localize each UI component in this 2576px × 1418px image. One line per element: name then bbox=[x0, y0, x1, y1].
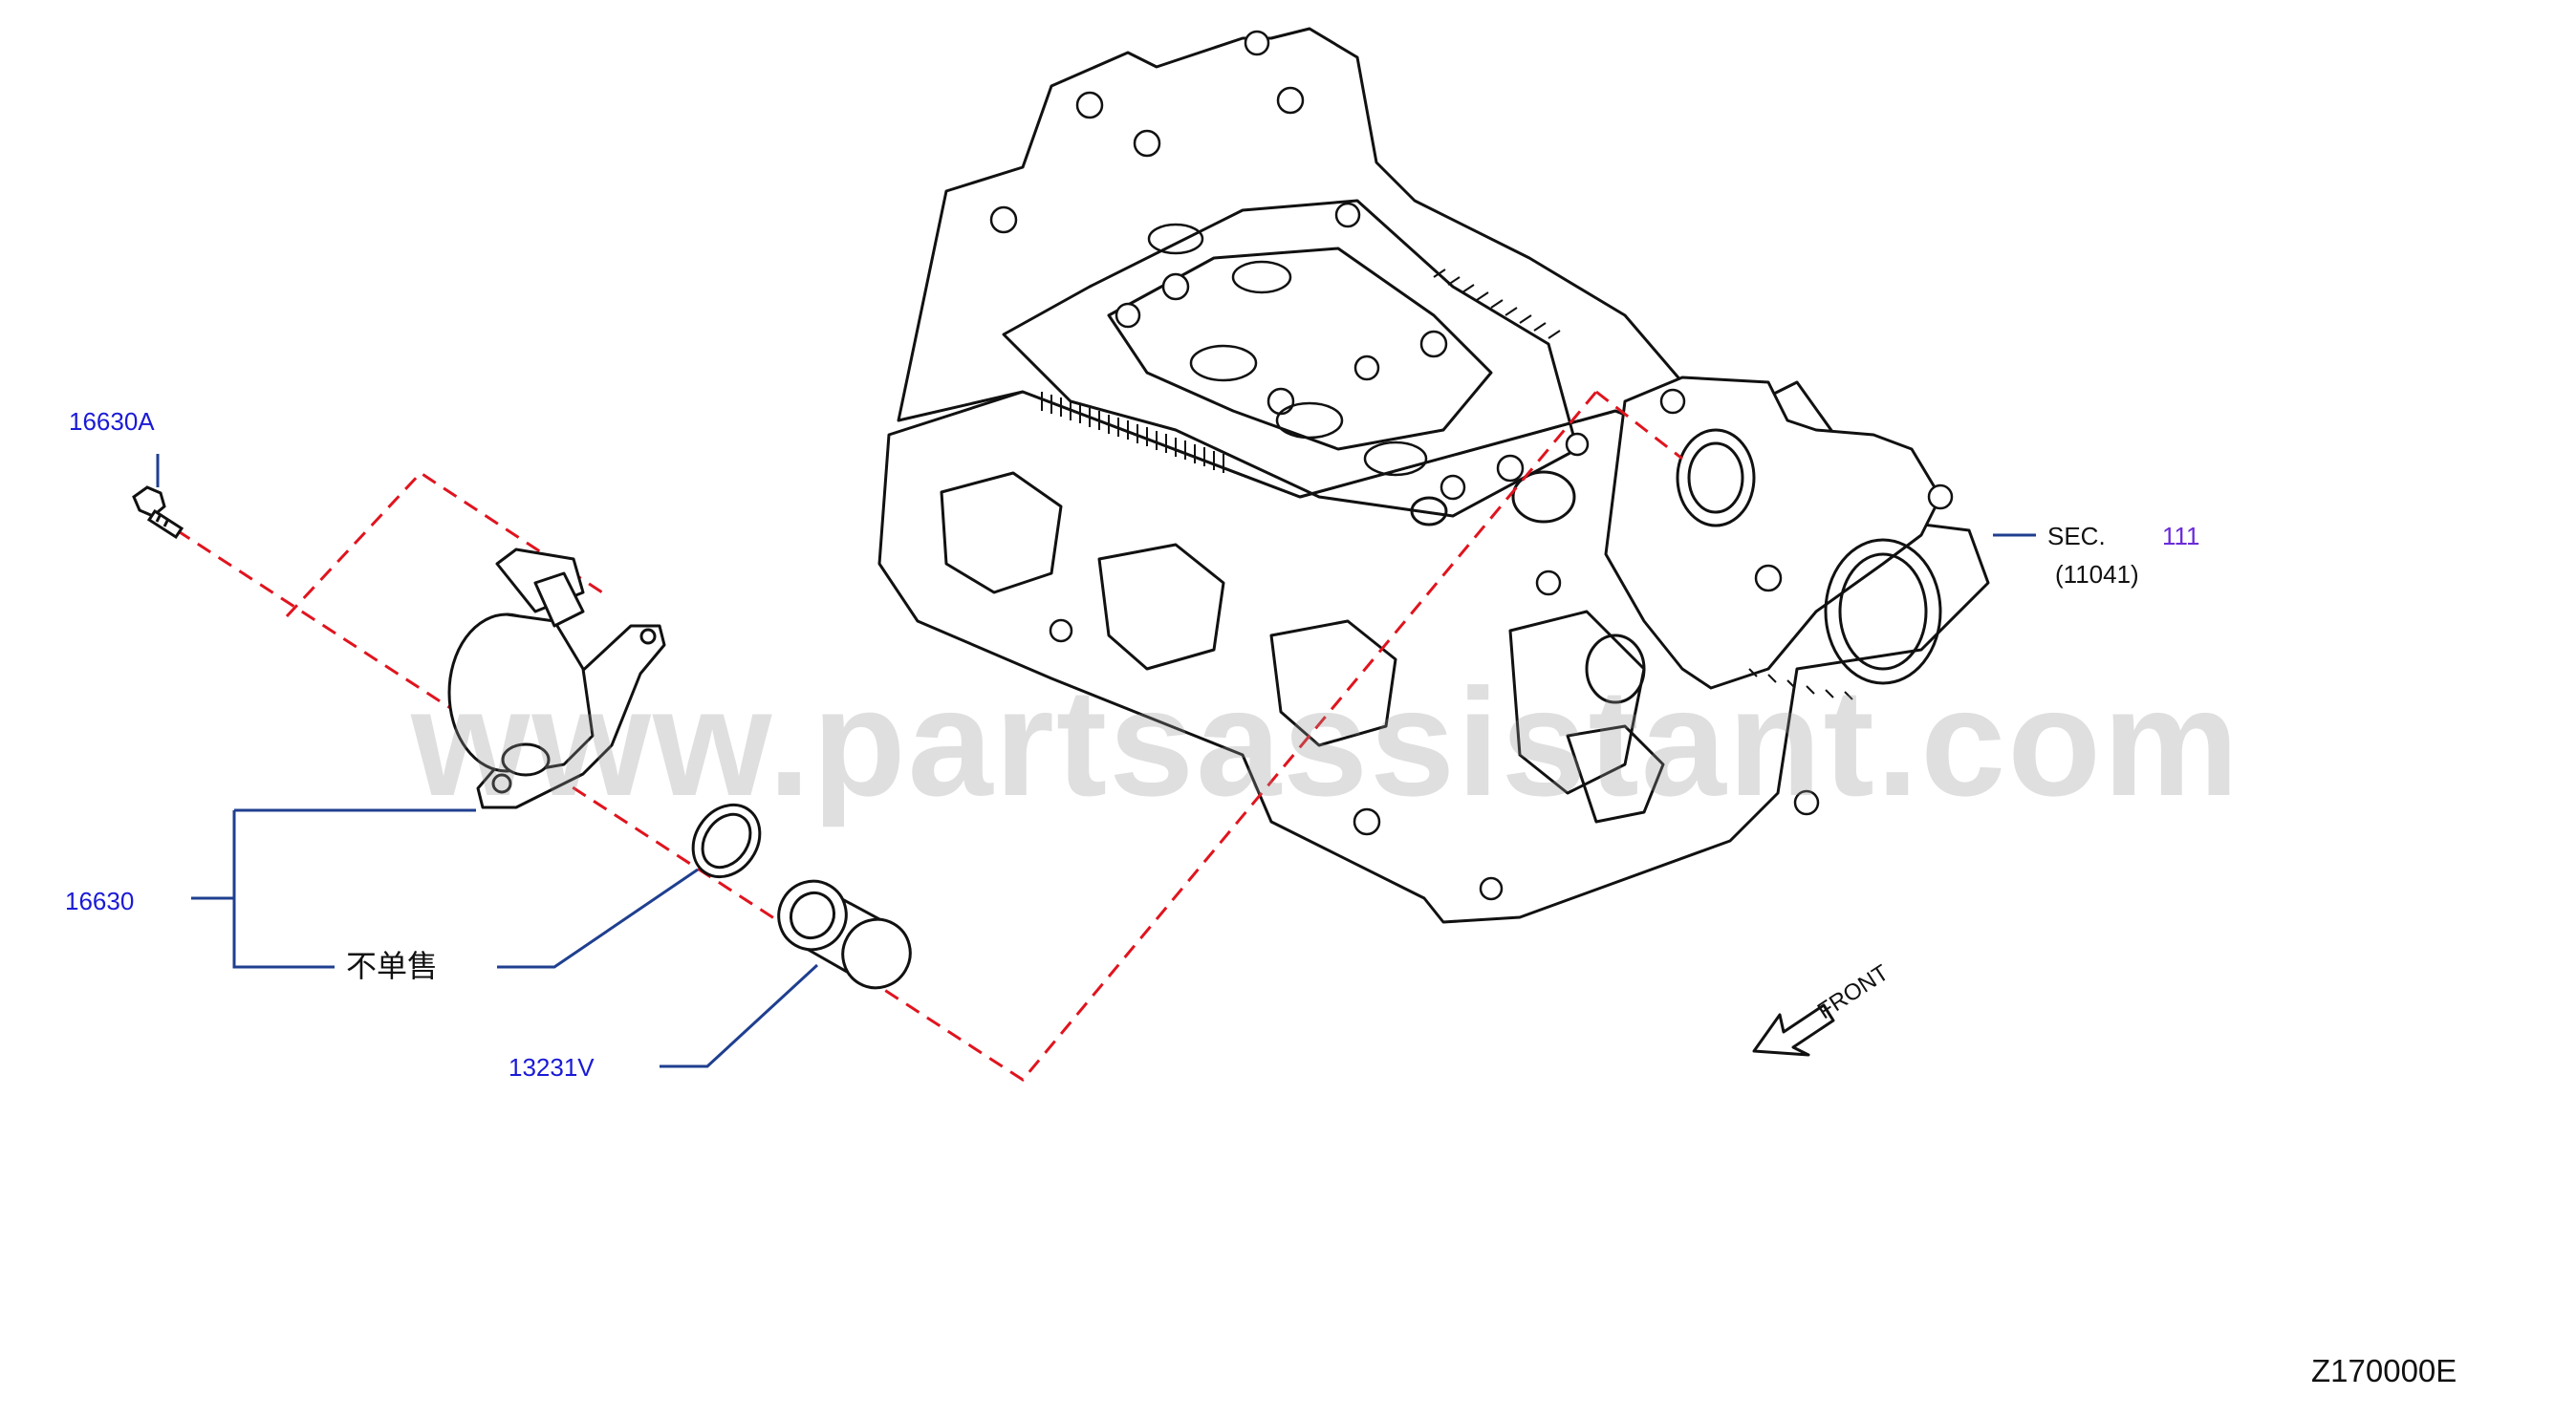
leader-lines bbox=[156, 454, 2036, 1068]
watermark: www.partsassistant.com bbox=[411, 656, 2241, 827]
part-label-13231V[interactable]: 13231V bbox=[509, 1053, 595, 1082]
o-ring bbox=[691, 803, 762, 879]
tappet bbox=[777, 879, 912, 990]
part-label-16630A[interactable]: 16630A bbox=[69, 407, 155, 436]
section-link-111[interactable]: 111 bbox=[2162, 522, 2200, 550]
section-prefix: SEC. bbox=[2047, 522, 2106, 550]
not-sold-separately-note: 不单售 bbox=[346, 948, 439, 984]
bolt-16630A bbox=[132, 485, 184, 540]
front-arrow-icon bbox=[1752, 1003, 1835, 1057]
section-ref-11041: (11041) bbox=[2055, 560, 2139, 589]
high-pressure-fuel-pump bbox=[447, 548, 666, 809]
part-label-16630[interactable]: 16630 bbox=[65, 887, 135, 915]
diagram-code: Z170000E bbox=[2311, 1353, 2457, 1388]
